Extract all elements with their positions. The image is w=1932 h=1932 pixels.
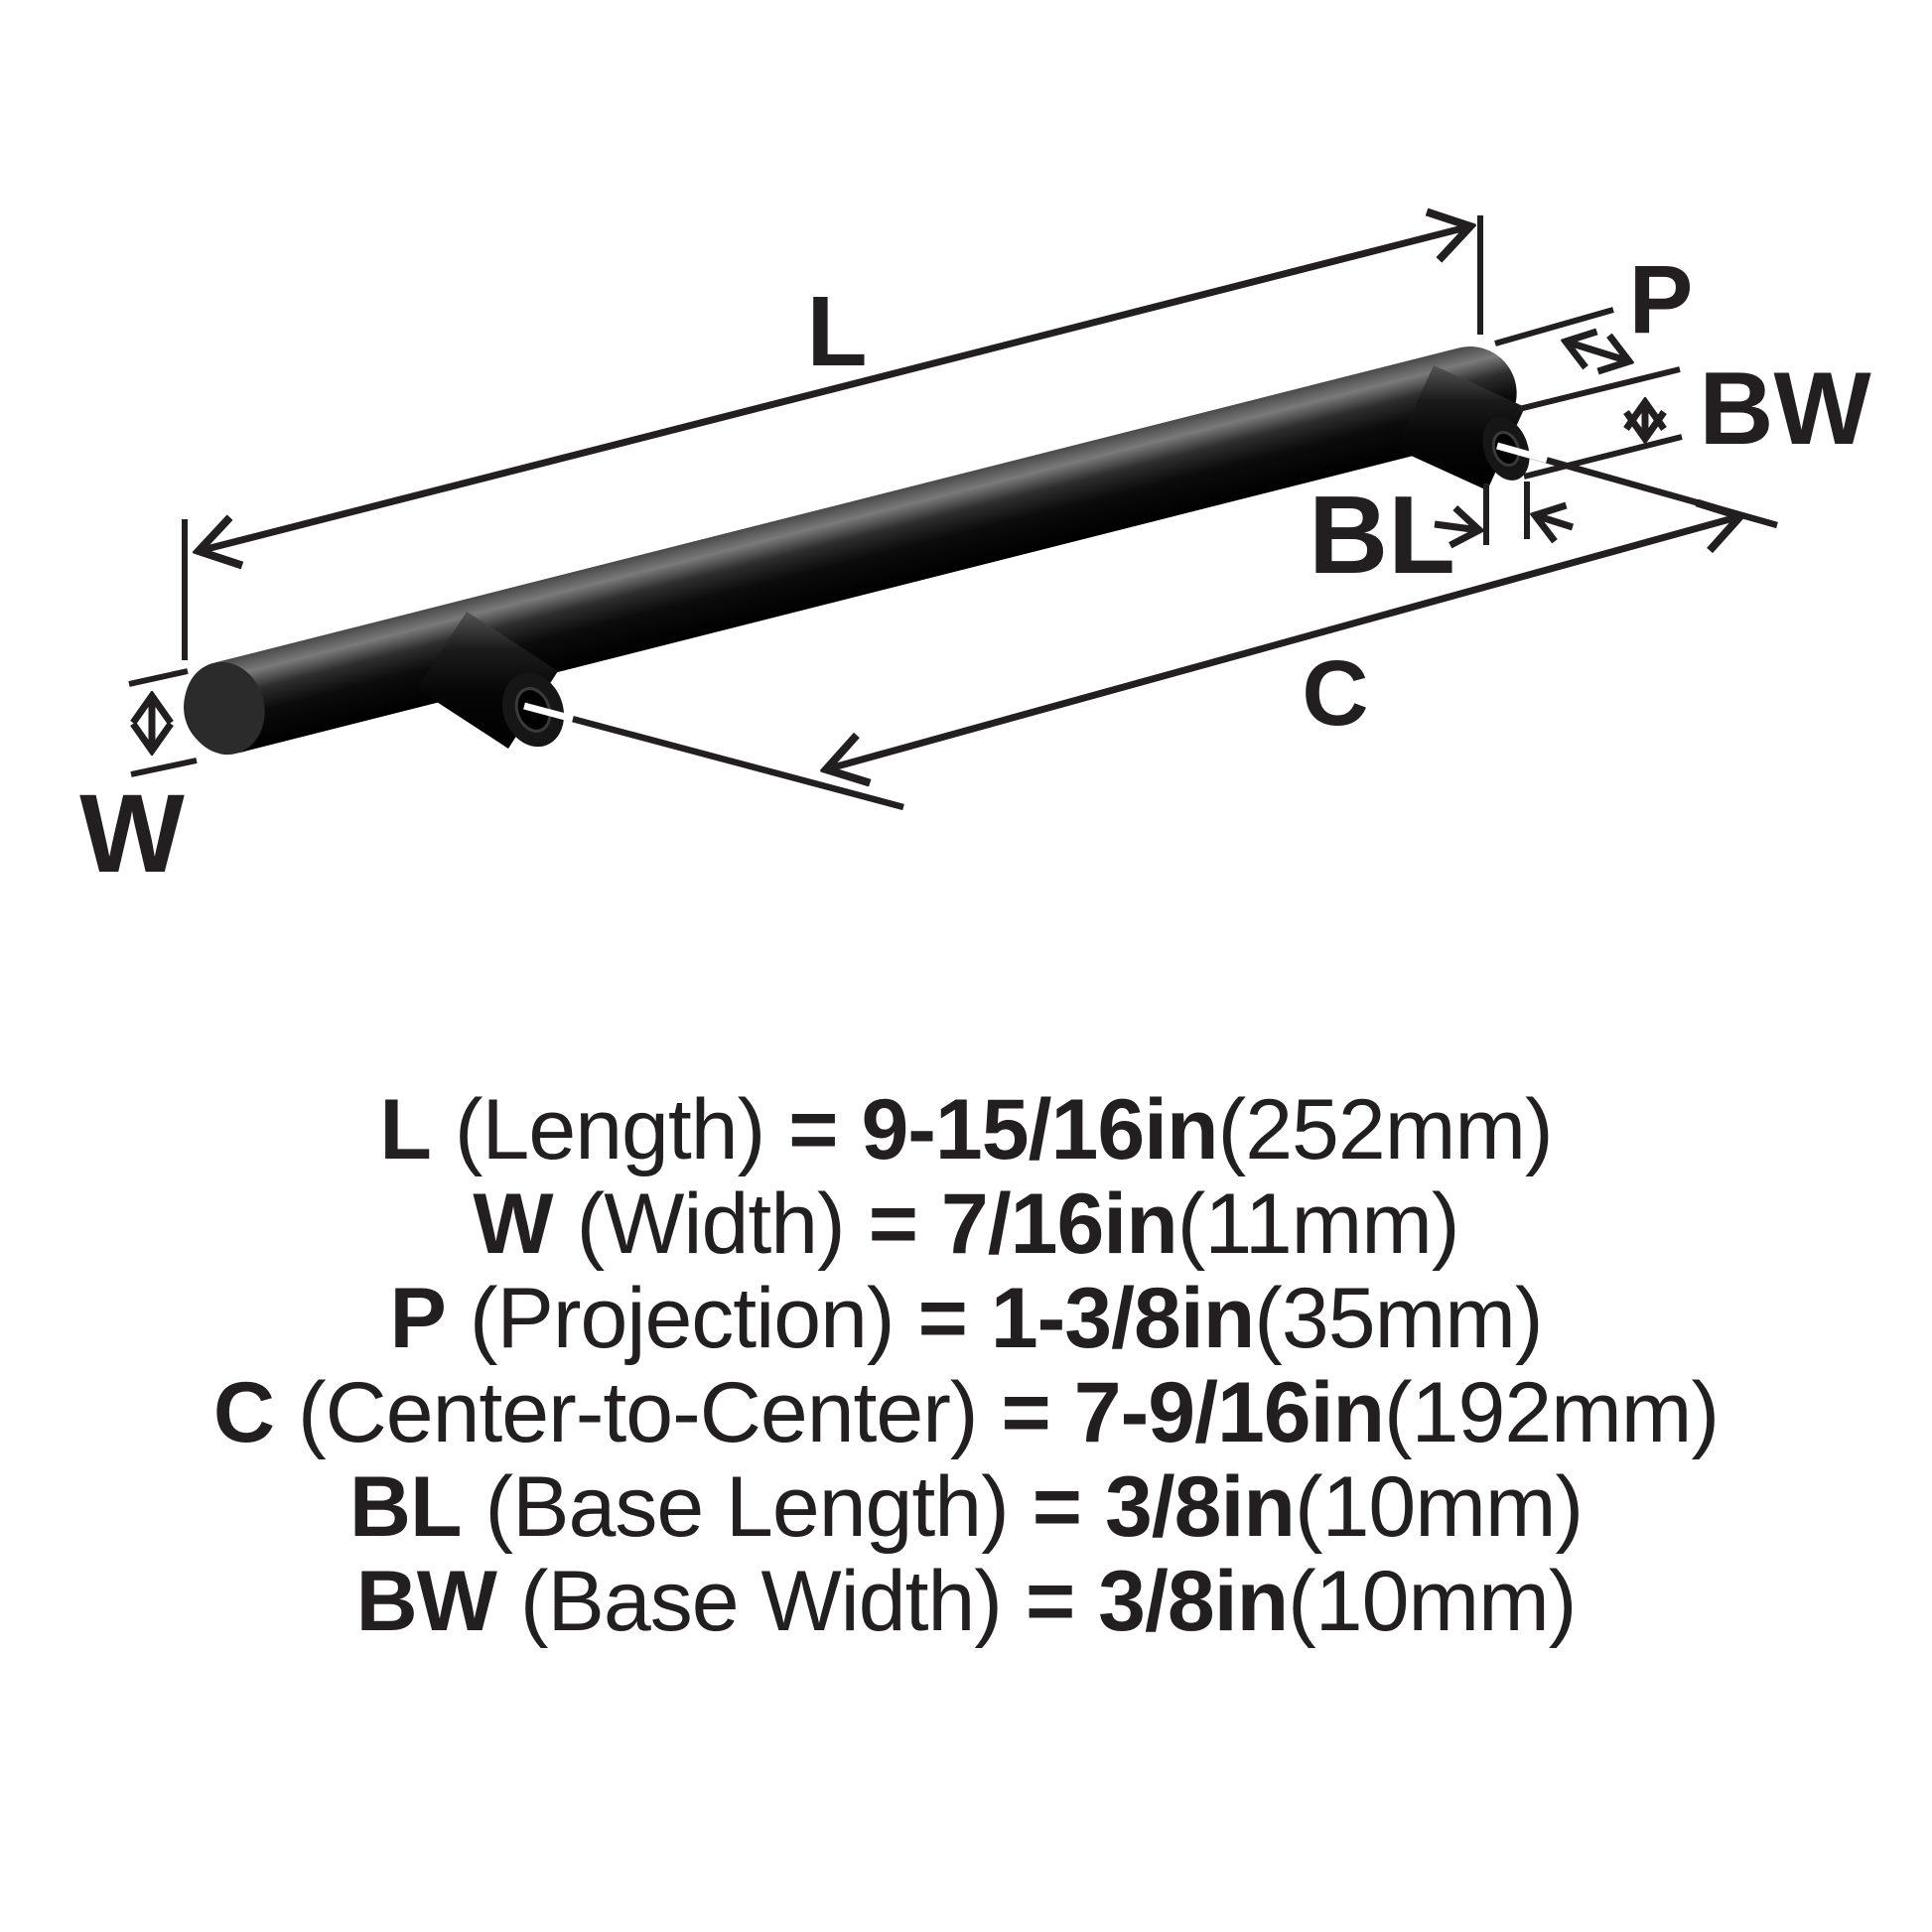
spec-metric-value: (192mm) [1384, 1365, 1720, 1460]
spec-imperial-value: 3/8in [1104, 1459, 1296, 1555]
spec-row-base-length: BL(Base Length)=3/8in(10mm) [0, 1460, 1932, 1555]
equals-sign: = [868, 1176, 918, 1272]
spec-imperial-value: 1-3/8in [990, 1271, 1255, 1366]
width-tick-bottom [130, 758, 198, 777]
equals-sign: = [788, 1082, 838, 1177]
handle-left-end-cap [184, 661, 265, 756]
projection-extension-line [1494, 307, 1614, 346]
spec-name: (Length) [454, 1082, 765, 1177]
spec-metric-value: (252mm) [1217, 1082, 1554, 1177]
spec-symbol: W [473, 1176, 553, 1272]
label-center-to-center: C [1302, 641, 1368, 745]
dimension-lines [128, 215, 1740, 777]
label-base-length: BL [1309, 474, 1455, 597]
spec-row-center-to-center: C(Center-to-Center)=7-9/16in(192mm) [0, 1366, 1932, 1460]
spec-metric-value: (10mm) [1294, 1459, 1584, 1555]
spec-row-base-width: BW(Base Width)=3/8in(10mm) [0, 1555, 1932, 1649]
spec-row-width: W(Width)=7/16in(11mm) [0, 1177, 1932, 1272]
spec-name: (Width) [576, 1176, 846, 1272]
spec-name: (Base Width) [519, 1554, 1003, 1649]
spec-imperial-value: 9-15/16in [861, 1082, 1218, 1177]
spec-row-length: L(Length)=9-15/16in(252mm) [0, 1083, 1932, 1177]
left-mounting-post [417, 612, 904, 811]
equals-sign: = [1025, 1554, 1075, 1649]
spec-name: (Center-to-Center) [298, 1365, 979, 1460]
spec-row-projection: P(Projection)=1-3/8in(35mm) [0, 1272, 1932, 1366]
label-length: L [806, 276, 867, 387]
spec-imperial-value: 7-9/16in [1073, 1365, 1385, 1460]
left-screw-axis-line [530, 704, 904, 811]
label-projection: P [1629, 245, 1694, 353]
spec-symbol: BL [348, 1459, 463, 1555]
base-width-extension-top [1518, 366, 1681, 412]
projection-dimension-arrow [1566, 342, 1629, 361]
equals-sign: = [917, 1271, 968, 1366]
spec-symbol: C [212, 1365, 275, 1460]
equals-sign: = [1032, 1459, 1082, 1555]
spec-imperial-value: 3/8in [1098, 1554, 1289, 1649]
spec-symbol: P [389, 1271, 447, 1366]
spec-name: (Projection) [469, 1271, 896, 1366]
base-width-extension-bottom [1523, 434, 1683, 480]
spec-symbol: BW [355, 1554, 497, 1649]
length-dimension-line [199, 226, 1470, 551]
center-to-center-dimension-line [826, 516, 1740, 769]
label-width: W [79, 771, 185, 896]
spec-metric-value: (35mm) [1254, 1271, 1543, 1366]
spec-metric-value: (11mm) [1176, 1176, 1460, 1272]
spec-name: (Base Length) [484, 1459, 1009, 1555]
base-length-arrow-right [1535, 515, 1575, 527]
width-tick-top [128, 668, 189, 687]
equals-sign: = [1001, 1365, 1051, 1460]
label-base-width: BW [1699, 351, 1871, 467]
spec-symbol: L [379, 1082, 432, 1177]
spec-imperial-value: 7/16in [940, 1176, 1178, 1272]
dimension-spec-list: L(Length)=9-15/16in(252mm) W(Width)=7/16… [0, 1083, 1932, 1649]
spec-metric-value: (10mm) [1288, 1554, 1577, 1649]
